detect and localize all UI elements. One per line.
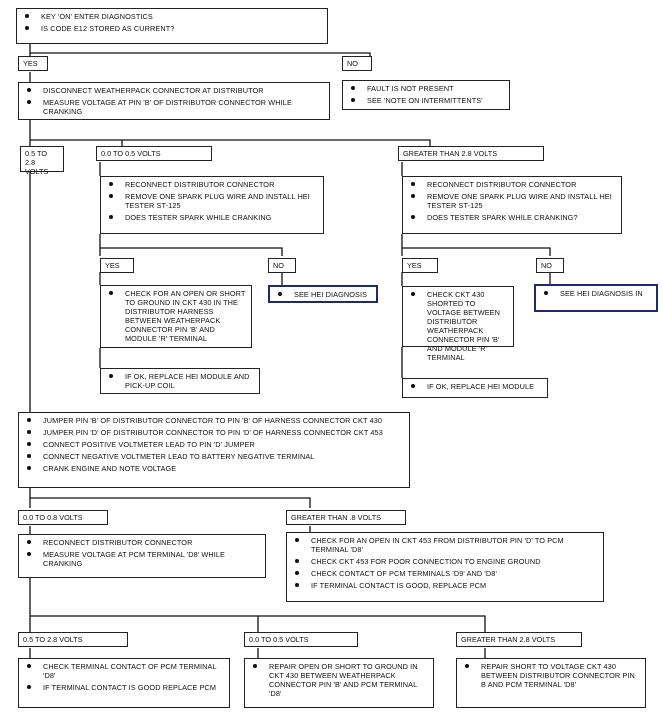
list-item: MEASURE VOLTAGE AT PCM TERMINAL 'D8' WHI… bbox=[23, 550, 261, 568]
list-item: JUMPER PIN 'B' OF DISTRIBUTOR CONNECTOR … bbox=[23, 416, 405, 425]
bullet-icon bbox=[27, 430, 31, 434]
list-item: CHECK CONTACT OF PCM TERMINALS 'D9' AND … bbox=[291, 569, 599, 578]
list-item: REPAIR OPEN OR SHORT TO GROUND IN CKT 43… bbox=[249, 662, 429, 698]
list-item: SEE HEI DIAGNOSIS IN bbox=[540, 289, 652, 298]
bullet-icon bbox=[27, 454, 31, 458]
bullet-icon bbox=[295, 559, 299, 563]
no-label: NO bbox=[342, 56, 372, 71]
bullet-icon bbox=[411, 384, 415, 388]
bullet-icon bbox=[109, 194, 113, 198]
bullet-icon bbox=[27, 552, 31, 556]
see-hei-diagnosis-left-box: SEE HEI DIAGNOSIS bbox=[268, 285, 378, 303]
list-item: FAULT IS NOT PRESENT bbox=[347, 84, 505, 93]
bullet-icon bbox=[27, 418, 31, 422]
no-label: NO bbox=[536, 258, 564, 273]
fault-not-present-box: FAULT IS NOT PRESENT SEE 'NOTE ON INTERM… bbox=[342, 80, 510, 110]
check-ckt-430-box: CHECK CKT 430 SHORTED TO VOLTAGE BETWEEN… bbox=[402, 286, 514, 362]
list-item: CHECK TERMINAL CONTACT OF PCM TERMINAL '… bbox=[23, 662, 225, 680]
bullet-icon bbox=[27, 685, 31, 689]
list-item: RECONNECT DISTRIBUTOR CONNECTOR bbox=[105, 180, 319, 189]
list-item: CHECK CKT 430 SHORTED TO VOLTAGE BETWEEN… bbox=[407, 290, 509, 362]
see-hei-diagnosis-right-box: SEE HEI DIAGNOSIS IN bbox=[534, 284, 658, 312]
bullet-icon bbox=[109, 215, 113, 219]
bullet-icon bbox=[253, 664, 257, 668]
list-item: REMOVE ONE SPARK PLUG WIRE AND INSTALL H… bbox=[105, 192, 319, 210]
bullet-icon bbox=[27, 88, 31, 92]
bullet-icon bbox=[295, 538, 299, 542]
bullet-icon bbox=[27, 442, 31, 446]
jumper-box: JUMPER PIN 'B' OF DISTRIBUTOR CONNECTOR … bbox=[18, 412, 410, 488]
list-item: IF TERMINAL CONTACT IS GOOD, REPLACE PCM bbox=[291, 581, 599, 590]
voltage-label: GREATER THAN 2.8 VOLTS bbox=[456, 632, 582, 647]
list-item: IF TERMINAL CONTACT IS GOOD REPLACE PCM bbox=[23, 683, 225, 692]
measure-pcm-box: RECONNECT DISTRIBUTOR CONNECTOR MEASURE … bbox=[18, 534, 266, 578]
list-item: DOES TESTER SPARK WHILE CRANKING bbox=[105, 213, 319, 222]
reconnect-right-box: RECONNECT DISTRIBUTOR CONNECTOR REMOVE O… bbox=[402, 176, 622, 234]
bullet-icon bbox=[25, 14, 29, 18]
bullet-icon bbox=[278, 292, 282, 296]
bullet-icon bbox=[544, 291, 548, 295]
list-item: REMOVE ONE SPARK PLUG WIRE AND INSTALL H… bbox=[407, 192, 617, 210]
replace-hei-module-box: IF OK, REPLACE HEI MODULE bbox=[402, 378, 548, 398]
bullet-icon bbox=[109, 291, 113, 295]
list-item: CONNECT NEGATIVE VOLTMETER LEAD TO BATTE… bbox=[23, 452, 405, 461]
voltage-label: 0.0 TO 0.8 VOLTS bbox=[18, 510, 108, 525]
list-item: CONNECT POSITIVE VOLTMETER LEAD TO PIN '… bbox=[23, 440, 405, 449]
voltage-label: GREATER THAN 2.8 VOLTS bbox=[398, 146, 544, 161]
bullet-icon bbox=[351, 98, 355, 102]
bullet-icon bbox=[411, 292, 415, 296]
list-item: REPAIR SHORT TO VOLTAGE CKT 430 BETWEEN … bbox=[461, 662, 641, 689]
repair-short-box: REPAIR SHORT TO VOLTAGE CKT 430 BETWEEN … bbox=[456, 658, 646, 708]
list-item: IF OK, REPLACE HEI MODULE AND PICK-UP CO… bbox=[105, 372, 255, 390]
list-item: RECONNECT DISTRIBUTOR CONNECTOR bbox=[23, 538, 261, 547]
bullet-icon bbox=[27, 466, 31, 470]
bullet-icon bbox=[465, 664, 469, 668]
check-ckt-453-box: CHECK FOR AN OPEN IN CKT 453 FROM DISTRI… bbox=[286, 532, 604, 602]
list-item: CHECK FOR AN OPEN OR SHORT TO GROUND IN … bbox=[105, 289, 247, 343]
list-item: IF OK, REPLACE HEI MODULE bbox=[407, 382, 543, 391]
bullet-icon bbox=[351, 86, 355, 90]
repair-open-box: REPAIR OPEN OR SHORT TO GROUND IN CKT 43… bbox=[244, 658, 434, 708]
yes-label: YES bbox=[100, 258, 134, 273]
disconnect-box: DISCONNECT WEATHERPACK CONNECTOR AT DIST… bbox=[18, 82, 330, 120]
bullet-icon bbox=[109, 182, 113, 186]
yes-label: YES bbox=[402, 258, 438, 273]
voltage-label: 0.0 TO 0.5 VOLTS bbox=[244, 632, 358, 647]
voltage-label: 0.5 TO 2.8 VOLTS bbox=[18, 632, 128, 647]
no-label: NO bbox=[268, 258, 296, 273]
check-open-short-box: CHECK FOR AN OPEN OR SHORT TO GROUND IN … bbox=[100, 285, 252, 348]
list-item: SEE HEI DIAGNOSIS bbox=[274, 290, 372, 299]
list-item: SEE 'NOTE ON INTERMITTENTS' bbox=[347, 96, 505, 105]
list-item: MEASURE VOLTAGE AT PIN 'B' OF DISTRIBUTO… bbox=[23, 98, 325, 116]
list-item: JUMPER PIN 'D' OF DISTRIBUTOR CONNECTOR … bbox=[23, 428, 405, 437]
reconnect-left-box: RECONNECT DISTRIBUTOR CONNECTOR REMOVE O… bbox=[100, 176, 324, 234]
list-item: CHECK CKT 453 FOR POOR CONNECTION TO ENG… bbox=[291, 557, 599, 566]
list-item: CRANK ENGINE AND NOTE VOLTAGE bbox=[23, 464, 405, 473]
bullet-icon bbox=[411, 182, 415, 186]
voltage-label: GREATER THAN .8 VOLTS bbox=[286, 510, 406, 525]
bullet-icon bbox=[25, 26, 29, 30]
list-item: RECONNECT DISTRIBUTOR CONNECTOR bbox=[407, 180, 617, 189]
yes-label: YES bbox=[18, 56, 48, 71]
bullet-icon bbox=[295, 571, 299, 575]
list-item: KEY 'ON' ENTER DIAGNOSTICS bbox=[21, 12, 323, 21]
bullet-icon bbox=[411, 215, 415, 219]
list-item: IS CODE E12 STORED AS CURRENT? bbox=[21, 24, 323, 33]
check-terminal-box: CHECK TERMINAL CONTACT OF PCM TERMINAL '… bbox=[18, 658, 230, 708]
bullet-icon bbox=[295, 583, 299, 587]
bullet-icon bbox=[27, 664, 31, 668]
bullet-icon bbox=[27, 540, 31, 544]
list-item: DISCONNECT WEATHERPACK CONNECTOR AT DIST… bbox=[23, 86, 325, 95]
replace-hei-pickup-box: IF OK, REPLACE HEI MODULE AND PICK-UP CO… bbox=[100, 368, 260, 394]
start-box: KEY 'ON' ENTER DIAGNOSTICS IS CODE E12 S… bbox=[16, 8, 328, 44]
bullet-icon bbox=[109, 374, 113, 378]
bullet-icon bbox=[411, 194, 415, 198]
voltage-label: 0.5 TO 2.8 VOLTS bbox=[20, 146, 64, 176]
voltage-label: 0.0 TO 0.5 VOLTS bbox=[96, 146, 212, 161]
list-item: DOES TESTER SPARK WHILE CRANKING? bbox=[407, 213, 617, 222]
bullet-icon bbox=[27, 100, 31, 104]
list-item: CHECK FOR AN OPEN IN CKT 453 FROM DISTRI… bbox=[291, 536, 599, 554]
